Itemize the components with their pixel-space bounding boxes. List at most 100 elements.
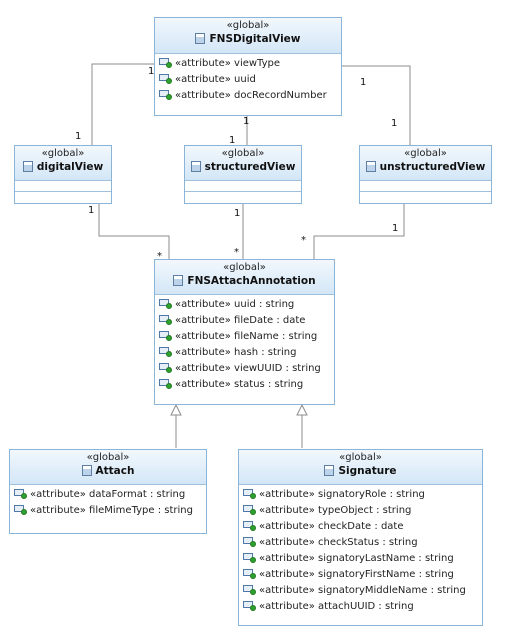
attribute-row[interactable]: «attribute» fileName : string — [159, 329, 334, 345]
stereotype-label: «global» — [226, 20, 270, 31]
multiplicity-label: 1 — [391, 118, 398, 129]
attribute-compartment — [360, 181, 491, 191]
attribute-icon — [159, 57, 172, 68]
attribute-row[interactable]: «attribute» attachUUID : string — [243, 599, 482, 615]
operation-compartment — [15, 191, 111, 192]
attribute-icon — [159, 378, 172, 389]
attribute-list: «attribute» signatoryRole : string «attr… — [239, 485, 482, 615]
multiplicity-label: 1 — [229, 135, 236, 146]
attribute-row[interactable]: «attribute» viewType — [159, 56, 341, 72]
attribute-icon — [243, 504, 256, 515]
class-icon — [22, 161, 33, 172]
multiplicity-label: 1 — [360, 77, 367, 88]
stereotype-label: «global» — [221, 148, 265, 159]
stereotype-label: «global» — [339, 452, 382, 463]
association-digital-view[interactable] — [91, 63, 155, 145]
class-icon — [324, 465, 335, 476]
attribute-row[interactable]: «attribute» dataFormat : string — [14, 487, 206, 503]
attribute-compartment — [185, 181, 301, 191]
multiplicity-label: 1 — [88, 205, 95, 216]
attribute-row[interactable]: «attribute» checkDate : date — [243, 519, 482, 535]
class-header: «global» unstructuredView — [360, 146, 491, 181]
operation-compartment — [185, 191, 301, 192]
class-icon — [195, 33, 206, 44]
class-digitalview[interactable]: «global» digitalView — [14, 145, 112, 204]
attribute-icon — [159, 314, 172, 325]
class-icon — [190, 161, 201, 172]
attribute-icon — [14, 504, 27, 515]
multiplicity-label: 1 — [148, 66, 155, 77]
attribute-icon — [159, 330, 172, 341]
class-header: «global» structuredView — [185, 146, 301, 181]
stereotype-label: «global» — [223, 262, 266, 273]
attribute-icon — [159, 73, 172, 84]
operation-compartment — [360, 191, 491, 192]
class-icon — [173, 275, 184, 286]
stereotype-label: «global» — [86, 452, 130, 463]
attribute-row[interactable]: «attribute» signatoryLastName : string — [243, 551, 482, 567]
attribute-icon — [243, 552, 256, 563]
attribute-row[interactable]: «attribute» signatoryMiddleName : string — [243, 583, 482, 599]
attribute-icon — [159, 362, 172, 373]
attribute-icon — [243, 488, 256, 499]
attribute-row[interactable]: «attribute» uuid : string — [159, 297, 334, 313]
attribute-row[interactable]: «attribute» typeObject : string — [243, 503, 482, 519]
multiplicity-label: * — [234, 247, 239, 258]
attribute-row[interactable]: «attribute» hash : string — [159, 345, 334, 361]
attribute-row[interactable]: «attribute» fileMimeType : string — [14, 503, 206, 519]
class-name: structuredView — [204, 161, 296, 173]
class-name: Signature — [338, 465, 397, 477]
class-header: «global» FNSAttachAnnotation — [155, 260, 334, 295]
class-header: «global» Signature — [239, 450, 482, 485]
class-fnsattachannotation[interactable]: «global» FNSAttachAnnotation «attribute»… — [154, 259, 335, 405]
attribute-row[interactable]: «attribute» viewUUID : string — [159, 361, 334, 377]
class-icon — [81, 465, 92, 476]
stereotype-label: «global» — [41, 148, 85, 159]
generalization-arrowhead-attach — [170, 403, 182, 416]
attribute-row[interactable]: «attribute» status : string — [159, 377, 334, 393]
class-name: FNSDigitalView — [209, 33, 301, 45]
attribute-list: «attribute» uuid : string «attribute» fi… — [155, 295, 334, 393]
multiplicity-label: 1 — [243, 116, 250, 127]
class-name: FNSAttachAnnotation — [187, 275, 316, 287]
attribute-icon — [159, 89, 172, 100]
multiplicity-label: 1 — [392, 223, 399, 234]
class-attach[interactable]: «global» Attach «attribute» dataFormat :… — [9, 449, 207, 534]
attribute-compartment — [15, 181, 111, 191]
multiplicity-label: 1 — [75, 131, 82, 142]
class-name: unstructuredView — [379, 161, 486, 173]
attribute-icon — [243, 536, 256, 547]
association-unstructured-annotation[interactable] — [313, 204, 405, 259]
association-unstructured-view[interactable] — [341, 65, 411, 145]
class-name: digitalView — [36, 161, 104, 173]
class-structuredview[interactable]: «global» structuredView — [184, 145, 302, 204]
class-icon — [365, 161, 376, 172]
attribute-row[interactable]: «attribute» checkStatus : string — [243, 535, 482, 551]
class-header: «global» digitalView — [15, 146, 111, 181]
attribute-list: «attribute» dataFormat : string «attribu… — [10, 485, 206, 519]
attribute-row[interactable]: «attribute» uuid — [159, 72, 341, 88]
attribute-icon — [243, 584, 256, 595]
attribute-icon — [159, 298, 172, 309]
class-name: Attach — [95, 465, 135, 477]
multiplicity-label: 1 — [234, 208, 241, 219]
attribute-icon — [243, 568, 256, 579]
attribute-row[interactable]: «attribute» signatoryRole : string — [243, 487, 482, 503]
attribute-row[interactable]: «attribute» fileDate : date — [159, 313, 334, 329]
attribute-row[interactable]: «attribute» signatoryFirstName : string — [243, 567, 482, 583]
class-unstructuredview[interactable]: «global» unstructuredView — [359, 145, 492, 204]
multiplicity-label: * — [301, 235, 306, 246]
class-signature[interactable]: «global» Signature «attribute» signatory… — [238, 449, 483, 626]
attribute-row[interactable]: «attribute» docRecordNumber — [159, 88, 341, 104]
multiplicity-label: * — [157, 251, 162, 262]
class-fnsdigitalview[interactable]: «global» FNSDigitalView «attribute» view… — [154, 17, 342, 116]
stereotype-label: «global» — [404, 148, 447, 159]
attribute-icon — [14, 488, 27, 499]
class-header: «global» Attach — [10, 450, 206, 485]
association-digital-annotation[interactable] — [98, 204, 170, 259]
attribute-icon — [159, 346, 172, 357]
attribute-list: «attribute» viewType «attribute» uuid «a… — [155, 54, 341, 104]
class-header: «global» FNSDigitalView — [155, 18, 341, 54]
attribute-icon — [243, 520, 256, 531]
